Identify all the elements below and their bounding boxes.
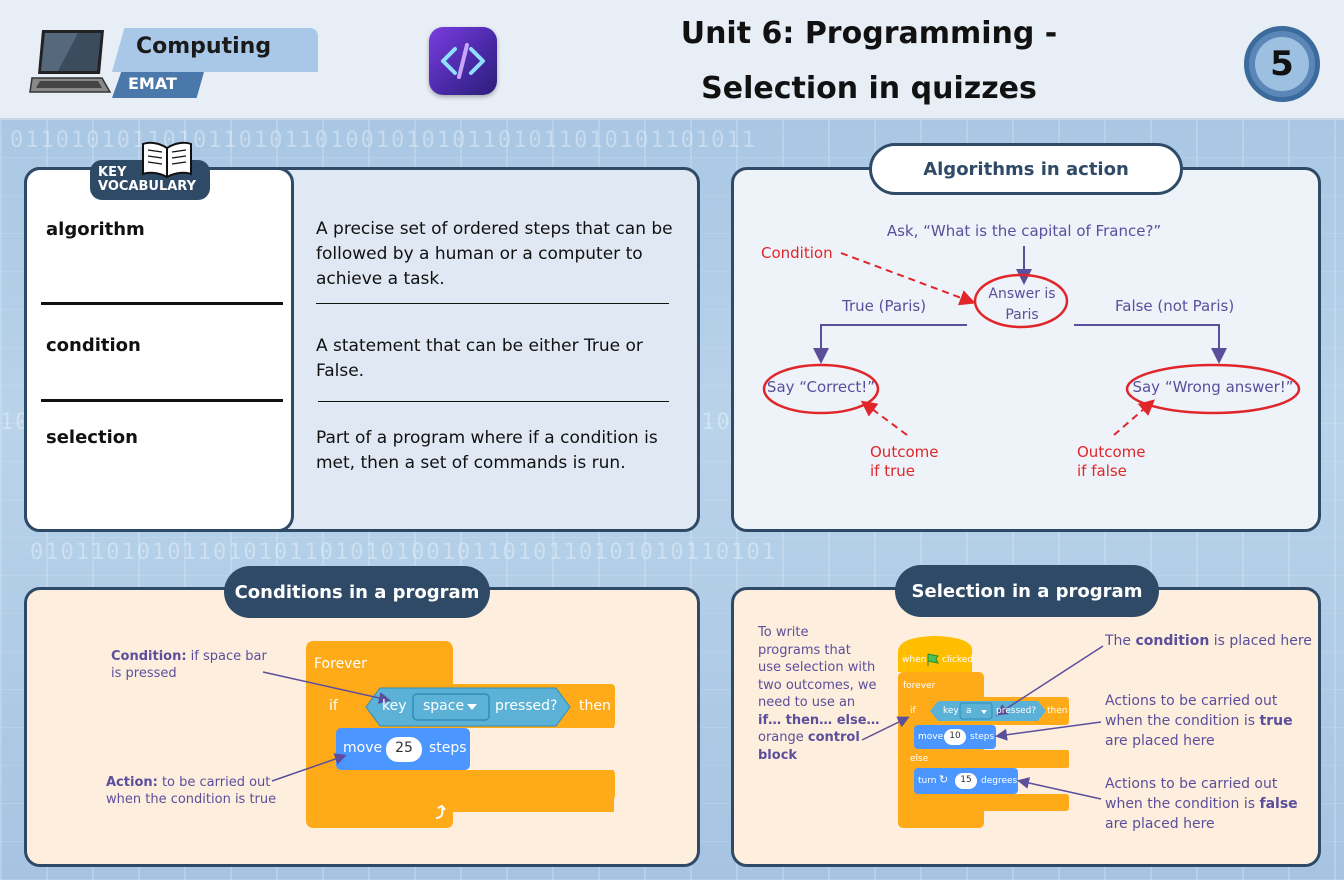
org-tag xyxy=(112,72,204,98)
conditions-heading: Conditions in a program xyxy=(224,566,490,618)
vocab-term-selection: selection xyxy=(46,427,138,448)
divider xyxy=(41,302,283,305)
flowchart-question: Ask, “What is the capital of France?” xyxy=(886,222,1162,240)
key-dropdown-value: space xyxy=(423,698,465,714)
then-label: then xyxy=(1047,706,1068,716)
forever-block-label: Forever xyxy=(314,656,367,672)
key-label: key xyxy=(943,706,959,716)
degrees-label: degrees xyxy=(981,776,1018,786)
vocab-term-condition: condition xyxy=(46,335,141,356)
then-label: then xyxy=(579,698,611,714)
vocab-definition-condition: A statement that can be either True or F… xyxy=(316,336,643,381)
when-label: when xyxy=(902,655,927,665)
true-branch-label: True (Paris) xyxy=(842,297,927,315)
decision-node: Answer is Paris xyxy=(988,286,1056,323)
code-icon xyxy=(429,27,497,95)
divider xyxy=(41,399,283,402)
vocabulary-terms-column xyxy=(24,167,294,532)
move-steps-value: 25 xyxy=(395,740,413,756)
forever-label: forever xyxy=(903,681,936,691)
subject-label: Computing xyxy=(136,34,272,59)
steps-label: steps xyxy=(970,732,995,742)
outcome-true-label: Outcome if true xyxy=(870,443,939,480)
true-actions-note: Actions to be carried out when the condi… xyxy=(1105,693,1293,749)
turn-label: turn xyxy=(918,776,937,786)
outcome-false-label: Outcome if false xyxy=(1077,443,1146,480)
pressed-label: pressed? xyxy=(996,706,1037,716)
rotate-icon: ↻ xyxy=(939,773,949,786)
divider xyxy=(316,303,669,304)
vocab-definition-selection: Part of a program where if a condition i… xyxy=(316,428,658,473)
algorithms-heading: Algorithms in action xyxy=(869,143,1183,195)
subject-tag xyxy=(112,28,318,72)
unit-number-badge: 5 xyxy=(1244,26,1320,102)
true-output-node: Say “Correct!” xyxy=(766,378,876,396)
false-actions-note: Actions to be carried out when the condi… xyxy=(1105,776,1298,832)
unit-number: 5 xyxy=(1255,37,1309,91)
condition-annotation: Condition: if space bar is pressed xyxy=(111,649,267,681)
move-block-label: move xyxy=(343,740,383,756)
org-label: EMAT xyxy=(128,74,177,93)
turn-value: 15 xyxy=(960,775,972,785)
conditions-panel xyxy=(24,587,700,867)
if-block-label: if xyxy=(329,698,338,714)
move-label: move xyxy=(918,732,944,742)
page-title-line1: Unit 6: Programming - xyxy=(680,16,1058,51)
laptop-icon xyxy=(29,30,112,93)
action-annotation: Action: to be carried out when the condi… xyxy=(106,775,277,807)
false-output-node: Say “Wrong answer!” xyxy=(1132,378,1294,396)
key-vocabulary-label: KEY VOCABULARY xyxy=(98,165,197,194)
if-label: if xyxy=(910,706,916,716)
false-branch-label: False (not Paris) xyxy=(1115,297,1235,315)
condition-placement-note: The condition is placed here xyxy=(1105,633,1312,649)
condition-label: Condition xyxy=(761,244,833,262)
vocab-term-algorithm: algorithm xyxy=(46,219,145,240)
steps-label: steps xyxy=(429,740,467,756)
clicked-label: clicked xyxy=(942,655,974,665)
vocab-definition-algorithm: A precise set of ordered steps that can … xyxy=(316,219,673,289)
selection-heading: Selection in a program xyxy=(895,565,1159,617)
key-sensing-label: key xyxy=(382,698,407,714)
else-label: else xyxy=(910,754,929,764)
open-book-icon xyxy=(142,141,192,178)
pressed-label: pressed? xyxy=(495,698,558,714)
move-value: 10 xyxy=(949,731,961,741)
page-title-line2: Selection in quizzes xyxy=(701,71,1037,106)
key-value: a xyxy=(966,706,972,716)
selection-intro-text: To write programs that use selection wit… xyxy=(758,625,880,763)
divider xyxy=(318,401,669,402)
